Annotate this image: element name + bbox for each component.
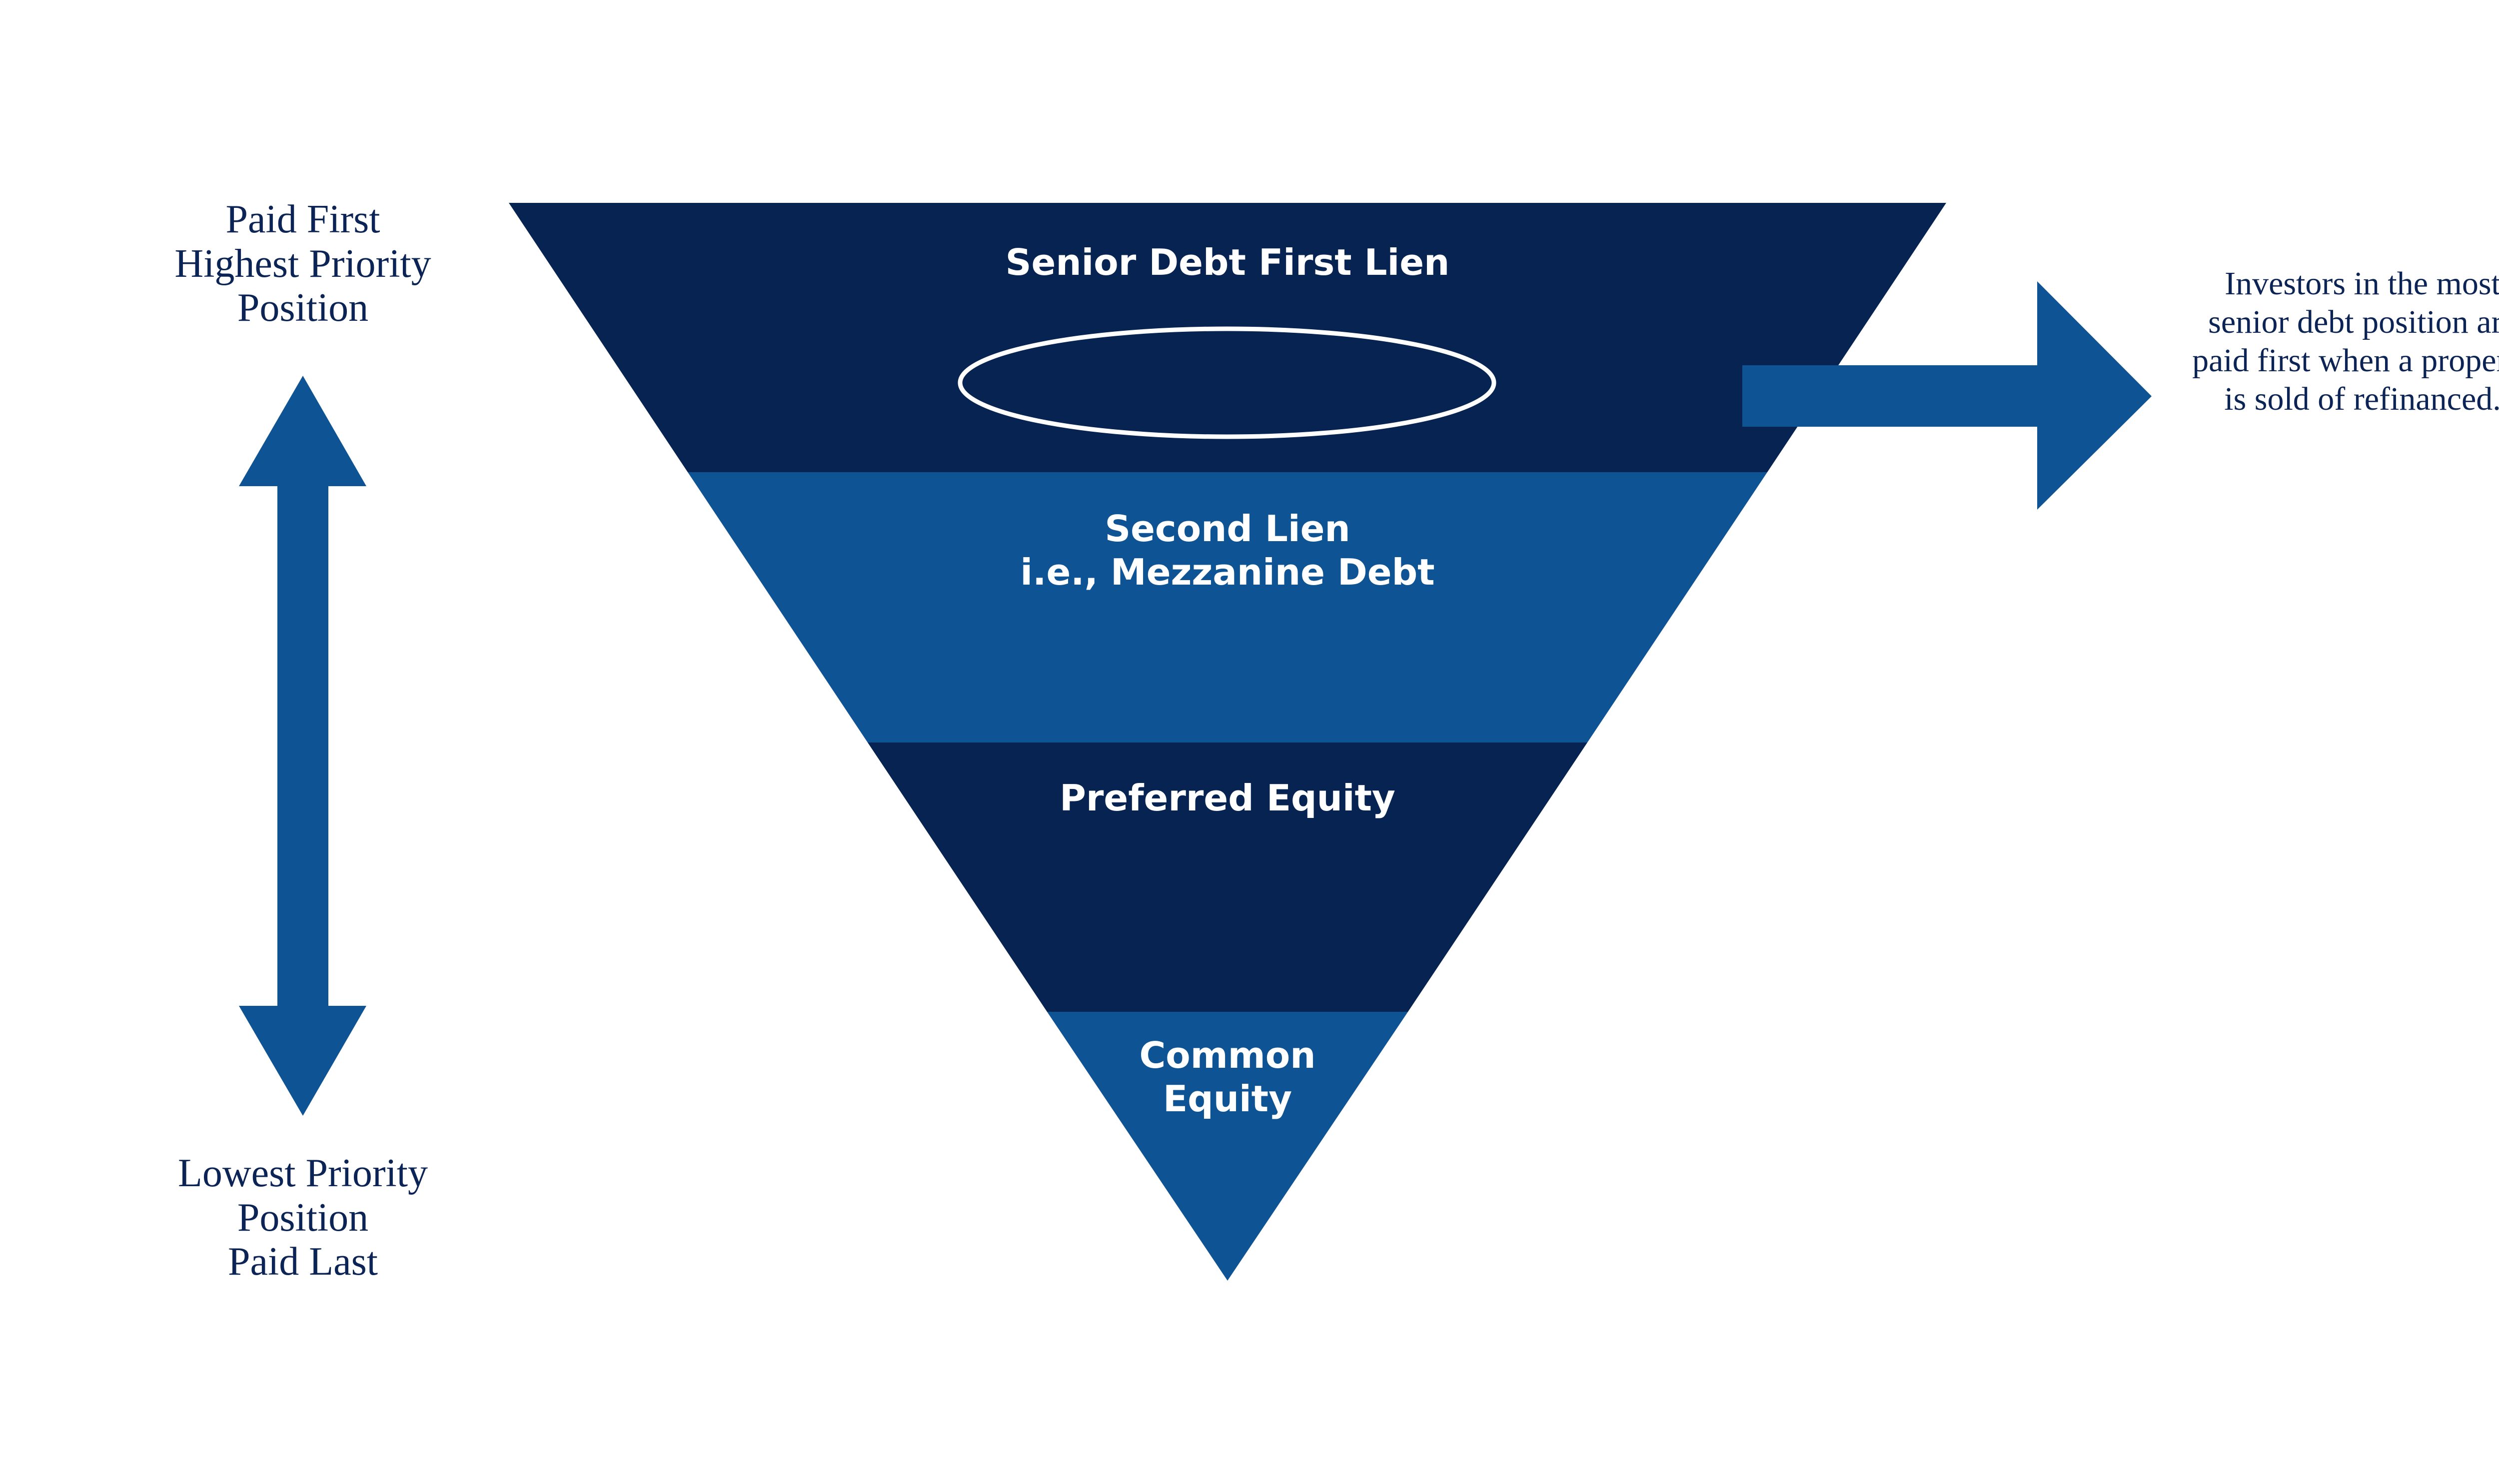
note-line1: Investors in the most: [2225, 265, 2499, 302]
bottom-priority-label-line1: Lowest Priority: [178, 1151, 428, 1195]
note-line3: paid first when a property: [2192, 342, 2499, 379]
note-line4: is sold of refinanced.: [2224, 381, 2499, 417]
layer-label-common-equity-line1: Common: [1139, 1034, 1315, 1076]
layer-label-common-equity-line2: Equity: [1163, 1078, 1292, 1120]
double-vertical-arrow-icon: [239, 376, 366, 1116]
note-line2: senior debt position are: [2208, 304, 2499, 340]
layer-second-lien: [688, 472, 1767, 742]
layer-label-second-lien-line2: i.e., Mezzanine Debt: [1020, 551, 1434, 593]
right-arrow-icon: [1742, 281, 2152, 510]
layer-label-preferred-equity: Preferred Equity: [1060, 777, 1395, 819]
layer-common-equity: [1047, 1012, 1408, 1281]
bottom-priority-label-line2: Position: [237, 1196, 368, 1240]
layer-label-senior-debt: Senior Debt First Lien: [1006, 241, 1450, 283]
layer-senior-debt: [509, 203, 1946, 472]
top-priority-label-line2: Highest Priority: [174, 242, 431, 286]
layer-label-second-lien-line1: Second Lien: [1105, 508, 1350, 550]
inverted-pyramid: [509, 203, 1946, 1281]
top-priority-label-line3: Position: [237, 286, 368, 330]
highlight-ellipse: [958, 326, 1496, 439]
layer-preferred-equity: [868, 742, 1587, 1012]
bottom-priority-label-line3: Paid Last: [228, 1240, 378, 1284]
top-priority-label-line1: Paid First: [226, 197, 380, 241]
